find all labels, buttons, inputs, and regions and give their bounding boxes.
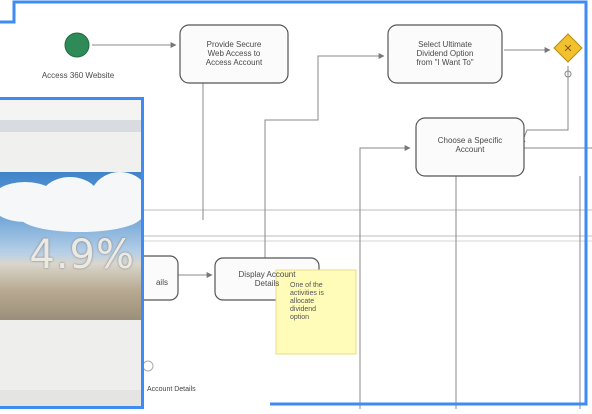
inset-top-bar: [0, 100, 141, 120]
task-choose-account-label: Choose a Specific Account: [437, 136, 503, 154]
link-marker: [142, 360, 154, 372]
hero-rate-text: 4.9%: [29, 232, 135, 278]
inset-header-band: [0, 132, 141, 172]
task-provide-secure-access[interactable]: [179, 24, 289, 84]
account-details-label: Account Details: [147, 386, 196, 393]
start-event[interactable]: [64, 32, 90, 58]
svg-text:✕: ✕: [563, 42, 572, 55]
task-select-ultimate-label: Select Ultimate Dividend Option from "I …: [416, 40, 474, 67]
annotation-note: [275, 269, 357, 355]
inset-content-area: [0, 320, 141, 390]
task-partial-label: ails: [155, 278, 168, 287]
inset-website-screenshot: 4.9%: [0, 97, 144, 409]
annotation-note-text: One of the activities is allocate divide…: [290, 282, 324, 321]
link-marker: [564, 70, 572, 78]
inset-hero-image: 4.9%: [0, 172, 141, 320]
exclusive-gateway[interactable]: ✕: [553, 33, 583, 63]
start-event-label: Access 360 Website: [41, 71, 115, 80]
task-display-details-label: Display Account Details: [238, 270, 296, 288]
inset-footer: [0, 390, 141, 406]
task-choose-specific-account[interactable]: [415, 117, 525, 177]
selection-frame: [0, 0, 588, 406]
inset-nav-band: [0, 120, 141, 132]
task-provide-secure-label: Provide Secure Web Access to Access Acco…: [205, 40, 263, 67]
task-select-ultimate-dividend[interactable]: [387, 24, 503, 84]
